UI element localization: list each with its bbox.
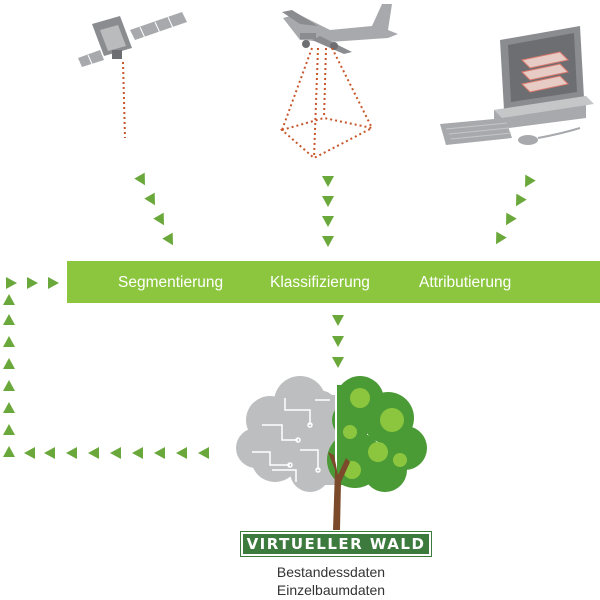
virtueller-wald-banner: VIRTUELLER WALD: [240, 531, 432, 557]
output-bestandessdaten: Bestandessdaten: [276, 564, 386, 580]
computer-icon: [440, 26, 594, 145]
feedback-loop-arrows: [3, 277, 209, 459]
banner-title: VIRTUELLER WALD: [246, 535, 426, 553]
airplane-icon: [279, 4, 398, 160]
output-einzelbaumdaten: Einzelbaumdaten: [276, 582, 386, 598]
satellite-icon: [78, 12, 187, 139]
step-attributierung: Attributierung: [419, 274, 512, 291]
arrow-airplane-to-process: [322, 176, 334, 247]
arrow-process-to-tree: [332, 315, 344, 368]
step-klassifizierung: Klassifizierung: [270, 274, 370, 291]
process-bar: [67, 261, 600, 303]
arrow-satellite-to-process: [134, 172, 179, 249]
arrow-computer-to-process: [490, 174, 536, 248]
step-segmentierung: Segmentierung: [118, 274, 224, 291]
virtual-tree-icon: [236, 376, 427, 530]
